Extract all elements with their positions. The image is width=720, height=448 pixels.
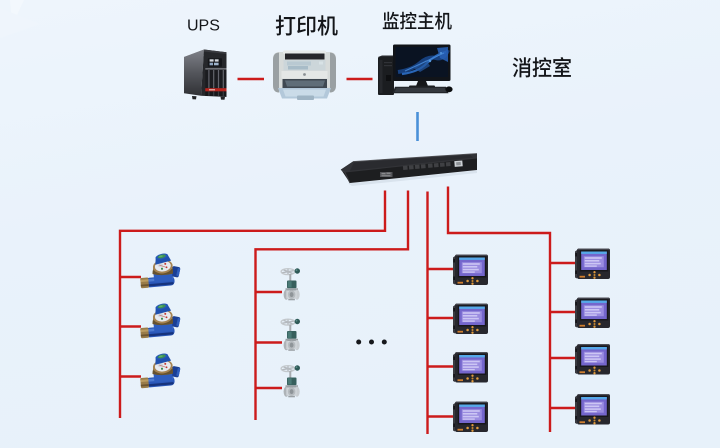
- svg-text:UPS: UPS: [187, 17, 220, 34]
